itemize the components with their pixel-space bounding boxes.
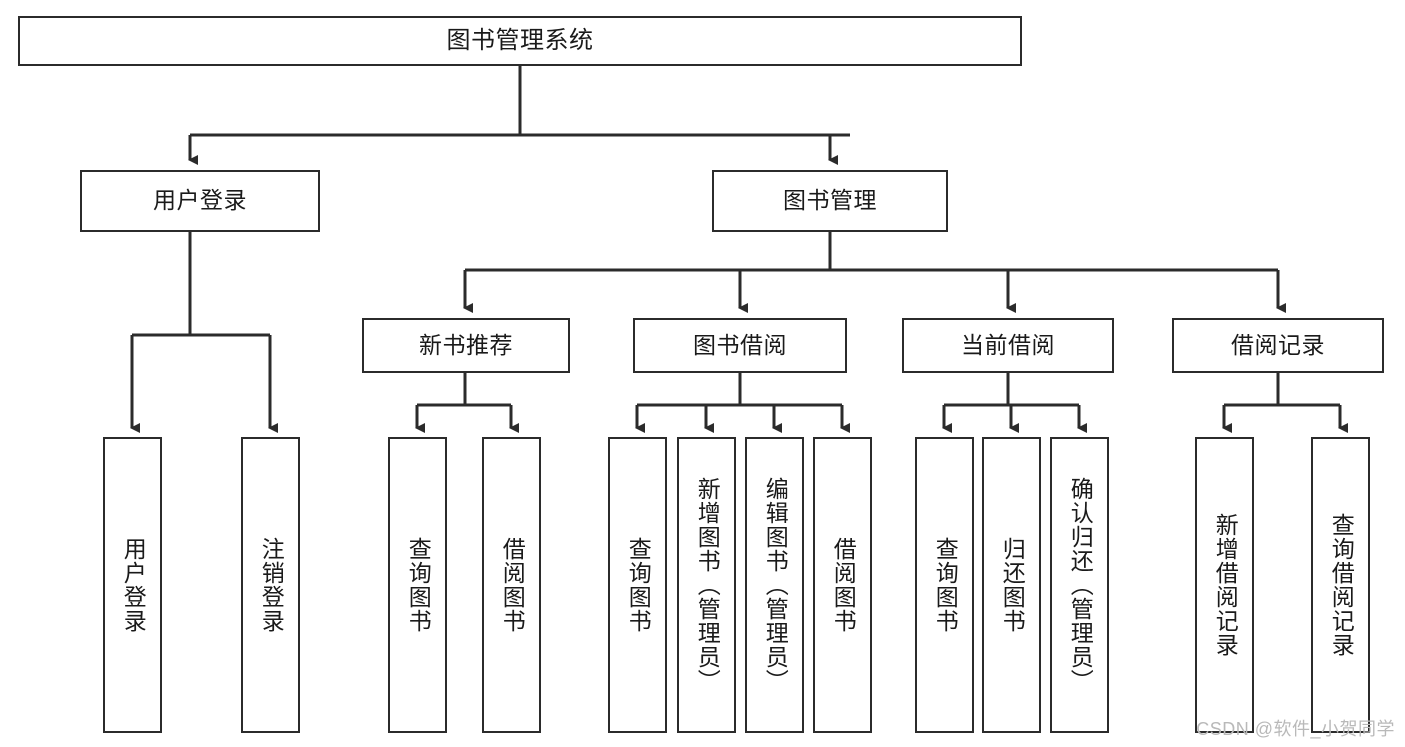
leaf-borrow-book-0-label: 查询图书 — [625, 537, 652, 633]
leaf-borrow-book-2[interactable]: 编辑图书（管理员） — [745, 437, 804, 733]
leaf-borrow-book-1[interactable]: 新增图书（管理员） — [677, 437, 736, 733]
leaf-borrow-record-1-label: 查询借阅记录 — [1328, 513, 1355, 657]
node-book-manage-label: 图书管理 — [783, 187, 877, 214]
leaf-user-login-1[interactable]: 注销登录 — [241, 437, 300, 733]
leaf-borrow-book-2-label: 编辑图书（管理员） — [762, 477, 789, 693]
leaf-current-borrow-0-label: 查询图书 — [932, 537, 959, 633]
leaf-current-borrow-1[interactable]: 归还图书 — [982, 437, 1041, 733]
leaf-borrow-record-0-label: 新增借阅记录 — [1212, 513, 1239, 657]
leaf-borrow-book-1-label: 新增图书（管理员） — [694, 477, 721, 693]
node-book-manage[interactable]: 图书管理 — [712, 170, 948, 232]
leaf-new-book-1-label: 借阅图书 — [499, 537, 526, 633]
leaf-borrow-book-0[interactable]: 查询图书 — [608, 437, 667, 733]
leaf-user-login-0[interactable]: 用户登录 — [103, 437, 162, 733]
node-user-login[interactable]: 用户登录 — [80, 170, 320, 232]
node-new-book[interactable]: 新书推荐 — [362, 318, 570, 373]
node-current-borrow[interactable]: 当前借阅 — [902, 318, 1114, 373]
leaf-current-borrow-2-label: 确认归还（管理员） — [1067, 477, 1094, 693]
node-borrow-book-label: 图书借阅 — [693, 331, 787, 358]
leaf-borrow-record-1[interactable]: 查询借阅记录 — [1311, 437, 1370, 733]
node-new-book-label: 新书推荐 — [419, 331, 513, 358]
leaf-borrow-book-3[interactable]: 借阅图书 — [813, 437, 872, 733]
leaf-current-borrow-2[interactable]: 确认归还（管理员） — [1050, 437, 1109, 733]
leaf-current-borrow-1-label: 归还图书 — [999, 537, 1026, 633]
node-root-label: 图书管理系统 — [446, 26, 594, 54]
leaf-borrow-book-3-label: 借阅图书 — [830, 537, 857, 633]
node-current-borrow-label: 当前借阅 — [961, 331, 1055, 358]
leaf-current-borrow-0[interactable]: 查询图书 — [915, 437, 974, 733]
leaf-user-login-0-label: 用户登录 — [120, 537, 147, 633]
leaf-user-login-1-label: 注销登录 — [258, 537, 285, 633]
node-borrow-record-label: 借阅记录 — [1231, 331, 1325, 358]
leaf-new-book-1[interactable]: 借阅图书 — [482, 437, 541, 733]
leaf-new-book-0-label: 查询图书 — [405, 537, 432, 633]
node-root[interactable]: 图书管理系统 — [18, 16, 1022, 66]
leaf-borrow-record-0[interactable]: 新增借阅记录 — [1195, 437, 1254, 733]
node-user-login-label: 用户登录 — [153, 187, 247, 214]
node-borrow-record[interactable]: 借阅记录 — [1172, 318, 1384, 373]
node-borrow-book[interactable]: 图书借阅 — [633, 318, 847, 373]
leaf-new-book-0[interactable]: 查询图书 — [388, 437, 447, 733]
